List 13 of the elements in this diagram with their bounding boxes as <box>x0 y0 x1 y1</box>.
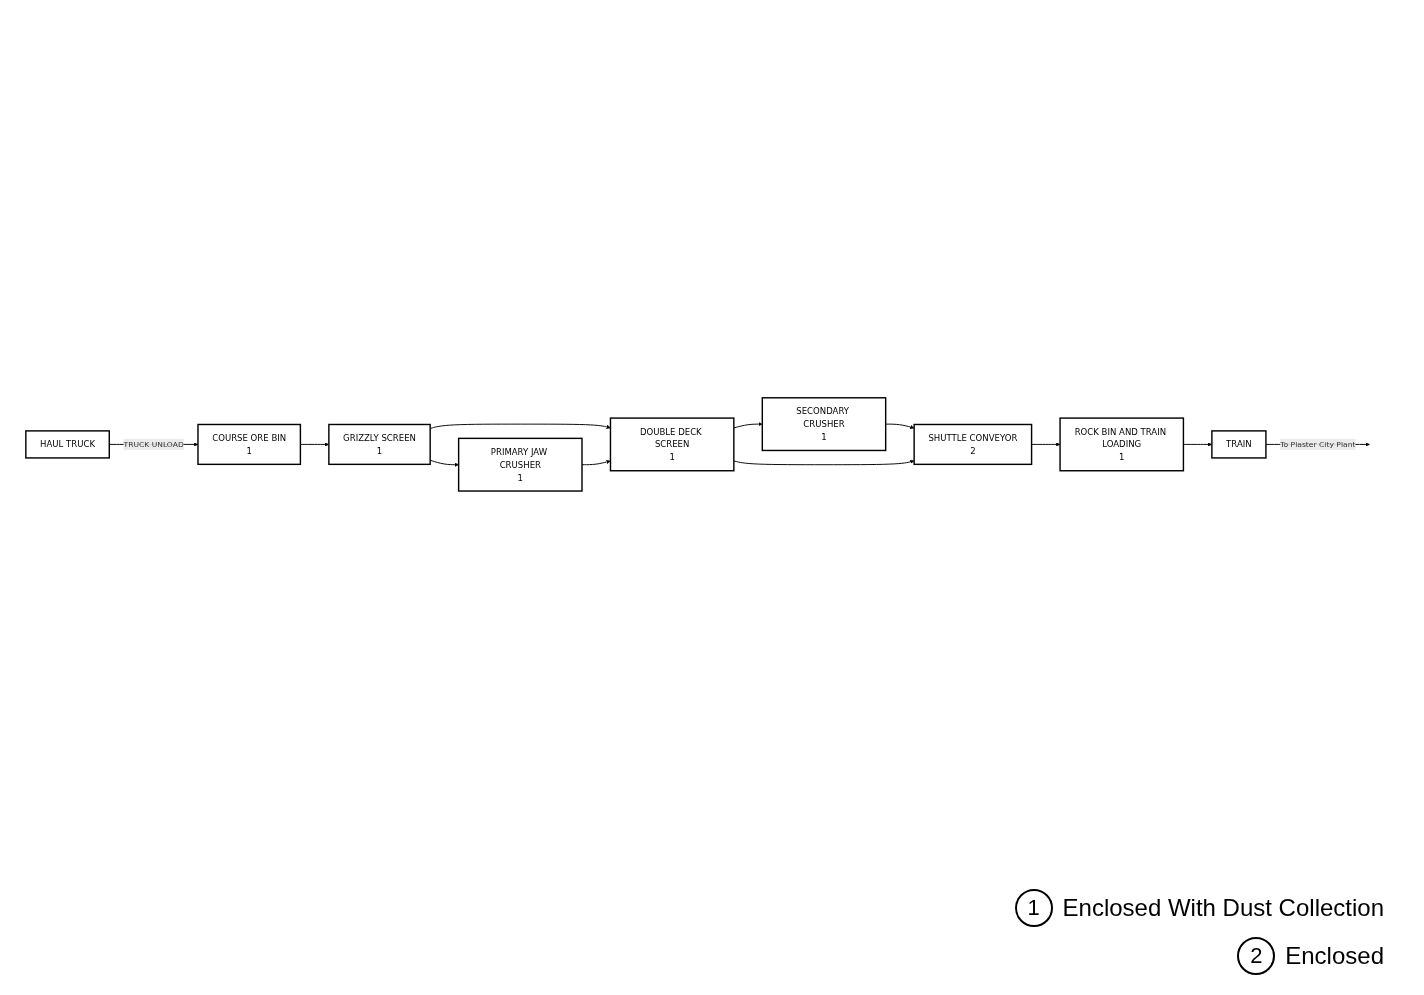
node-box: DOUBLE DECK SCREEN 1 <box>609 417 735 472</box>
legend-text: Enclosed With Dust Collection <box>1062 894 1384 922</box>
node-box: SECONDARY CRUSHER 1 <box>761 397 887 452</box>
node-box: COURSE ORE BIN 1 <box>197 423 302 466</box>
node-box: HAUL TRUCK <box>25 430 110 459</box>
node-box: PRIMARY JAW CRUSHER 1 <box>457 437 583 492</box>
legend-marker: 1 <box>1014 889 1053 927</box>
node-box: GRIZZLY SCREEN 1 <box>328 423 431 466</box>
node-box: ROCK BIN AND TRAIN LOADING 1 <box>1059 417 1185 472</box>
legend-marker: 2 <box>1237 937 1276 975</box>
node-box: SHUTTLE CONVEYOR 2 <box>913 423 1033 466</box>
legend-text: Enclosed <box>1285 942 1384 970</box>
node-box: TRAIN <box>1211 430 1267 459</box>
